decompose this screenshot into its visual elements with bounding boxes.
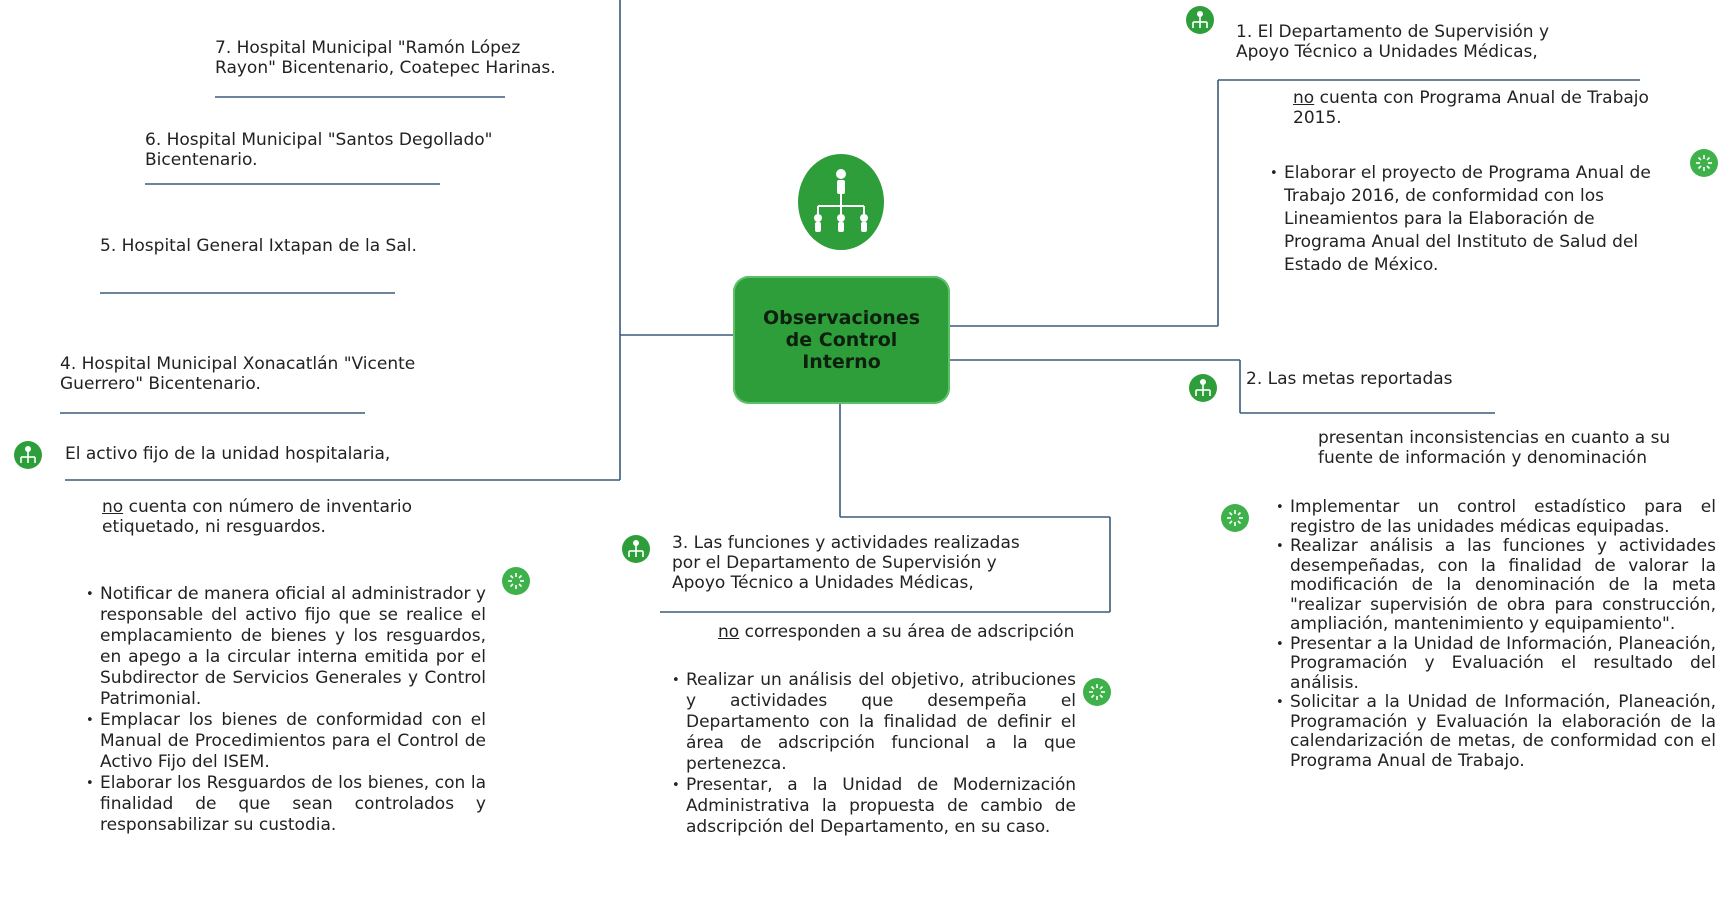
left-finding-no: no [102,497,124,517]
middle-recommendations-list: Realizar un análisis del objetivo, atrib… [672,670,1076,838]
list-item: Implementar un control estadístico para … [1276,497,1716,537]
list-item: Realizar un análisis del objetivo, atrib… [672,670,1076,775]
org-chart-icon [798,154,884,250]
right-top-finding-text: no cuenta con Programa Anual de Trabajo … [1293,88,1649,128]
right-bottom-observation-text: 2. Las metas reportadas [1246,369,1453,389]
central-title-line3: Interno [802,351,881,373]
left-recommendations-list: Notificar de manera oficial al administr… [86,584,486,836]
hospital-7-label: 7. Hospital Municipal "Ramón López Rayon… [215,38,556,78]
right-bottom-finding-text: presentan inconsistencias en cuanto a su… [1318,428,1671,468]
list-item: Realizar análisis a las funciones y acti… [1276,536,1716,635]
central-title-line2: de Control [785,329,898,351]
list-item: Emplacar los bienes de conformidad con e… [86,710,486,773]
right-top-finding-no: no [1293,88,1315,108]
right-bottom-recommendations-list: Implementar un control estadístico para … [1276,497,1716,771]
recommendation-icon [1221,504,1249,532]
org-chart-small-icon [622,535,650,563]
recommendation-icon [1083,678,1111,706]
middle-finding-no: no [718,622,740,642]
recommendation-icon [1690,149,1718,177]
right-top-observation-text: 1. El Departamento de Supervisión y Apoy… [1236,22,1550,62]
middle-finding-text: no corresponden a su área de adscripción [718,622,1075,642]
list-item: Elaborar los Resguardos de los bienes, c… [86,773,486,836]
list-item: Presentar, a la Unidad de Modernización … [672,775,1076,838]
list-item: Presentar a la Unidad de Información, Pl… [1276,634,1716,694]
left-observation-text: El activo fijo de la unidad hospitalaria… [65,444,391,464]
central-title-line1: Observaciones [762,307,921,329]
left-finding-text: no cuenta con número de inventario etiqu… [102,497,412,537]
list-item: Solicitar a la Unidad de Información, Pl… [1276,692,1716,771]
hospital-5-label: 5. Hospital General Ixtapan de la Sal. [100,236,417,256]
list-item: Elaborar el proyecto de Programa Anual d… [1270,162,1680,277]
recommendation-icon [502,567,530,595]
right-top-recommendations-list: Elaborar el proyecto de Programa Anual d… [1270,162,1680,277]
org-chart-small-icon [14,441,42,469]
hospital-4-label: 4. Hospital Municipal Xonacatlán "Vicent… [60,354,416,394]
org-chart-small-icon [1186,6,1214,34]
org-chart-small-icon [1189,374,1217,402]
middle-observation-text: 3. Las funciones y actividades realizada… [672,533,1020,593]
central-topic-node: Observaciones de Control Interno [733,276,950,404]
list-item: Notificar de manera oficial al administr… [86,584,486,710]
hospital-6-label: 6. Hospital Municipal "Santos Degollado"… [145,130,493,170]
